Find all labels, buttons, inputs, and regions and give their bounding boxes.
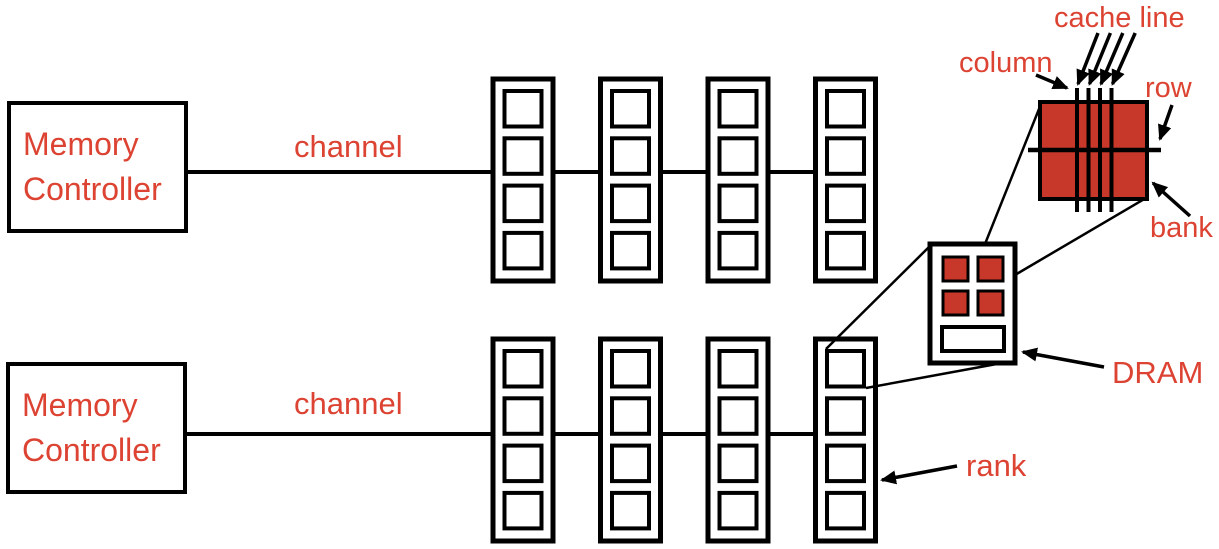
bank-cell bbox=[941, 289, 970, 317]
dram-chip-slot bbox=[502, 230, 544, 271]
dram-chip-slot bbox=[502, 396, 544, 436]
bank-cell bbox=[976, 289, 1005, 317]
dram-chip-slot bbox=[825, 230, 866, 271]
bank-cell bbox=[976, 255, 1005, 283]
rank-arrow bbox=[880, 464, 958, 485]
dram-chip-slot bbox=[825, 443, 866, 484]
column-label: column bbox=[959, 47, 1053, 79]
dram-chip-slot bbox=[825, 349, 866, 389]
dram-chip-slot bbox=[825, 136, 866, 176]
dram-chip-slot bbox=[610, 230, 651, 271]
dram-chip-slot bbox=[717, 136, 759, 176]
dram-chip-slot bbox=[610, 89, 651, 129]
dram-chip-slot bbox=[502, 490, 544, 531]
dram-chip-slot bbox=[825, 89, 866, 129]
column-arrow bbox=[1035, 73, 1069, 90]
dram-io-rect bbox=[940, 325, 1006, 353]
memory-controller-label-top: Memory Controller bbox=[23, 126, 162, 207]
dram-arrow bbox=[1021, 347, 1105, 369]
row-arrow bbox=[1158, 104, 1174, 141]
cache-line-arrow bbox=[1087, 32, 1113, 86]
channel-label-top: channel bbox=[294, 129, 403, 164]
dram-chip-slot bbox=[717, 230, 759, 271]
dimm-layer bbox=[490, 76, 878, 544]
dram-chip-slot bbox=[502, 443, 544, 484]
memory-controller-box-bottom: Memory Controller bbox=[6, 362, 187, 494]
dram-chip-slot bbox=[825, 490, 866, 531]
dram-chip-slot bbox=[502, 349, 544, 389]
cache-line-label: cache line bbox=[1054, 2, 1185, 34]
dram-chip-slot bbox=[717, 349, 759, 389]
bank-arrow bbox=[1151, 181, 1192, 218]
dram-chip-slot bbox=[717, 396, 759, 436]
bank-cell bbox=[941, 255, 970, 283]
row-label: row bbox=[1145, 72, 1192, 104]
dram-chip-slot bbox=[717, 490, 759, 531]
dram-chip-slot bbox=[717, 89, 759, 129]
dram-chip-slot bbox=[610, 349, 651, 389]
zoom-line-cell-to-bank-bottom bbox=[1002, 196, 1147, 284]
zoom-line-cell-to-bank-top bbox=[977, 103, 1043, 260]
rank-label: rank bbox=[966, 448, 1027, 483]
memory-controller-box-top: Memory Controller bbox=[7, 101, 188, 233]
dram-chip-slot bbox=[825, 396, 866, 436]
bank-label: bank bbox=[1150, 212, 1213, 244]
zoom-line-chip-to-dram-top bbox=[825, 245, 931, 350]
dram-bank-cells-layer bbox=[941, 255, 1005, 317]
channel-label-bottom: channel bbox=[294, 386, 403, 421]
dram-chip-slot bbox=[502, 183, 544, 224]
cache-line-arrow bbox=[1110, 32, 1137, 86]
dram-chip-slot bbox=[610, 443, 651, 484]
cache-line-arrow bbox=[1076, 32, 1100, 86]
dram-chip-slot bbox=[610, 396, 651, 436]
dram-chip-slot bbox=[610, 183, 651, 224]
dram-chip-slot bbox=[717, 443, 759, 484]
memory-controller-label-bottom: Memory Controller bbox=[22, 387, 161, 468]
cache-line-arrow bbox=[1099, 32, 1125, 86]
dram-chip-slot bbox=[717, 183, 759, 224]
dram-chip-slot bbox=[610, 136, 651, 176]
dram-chip-slot bbox=[502, 136, 544, 176]
dram-chip-slot bbox=[502, 89, 544, 129]
dram-label: DRAM bbox=[1112, 355, 1204, 390]
dram-chip-slot bbox=[825, 183, 866, 224]
dram-chip-slot bbox=[610, 490, 651, 531]
